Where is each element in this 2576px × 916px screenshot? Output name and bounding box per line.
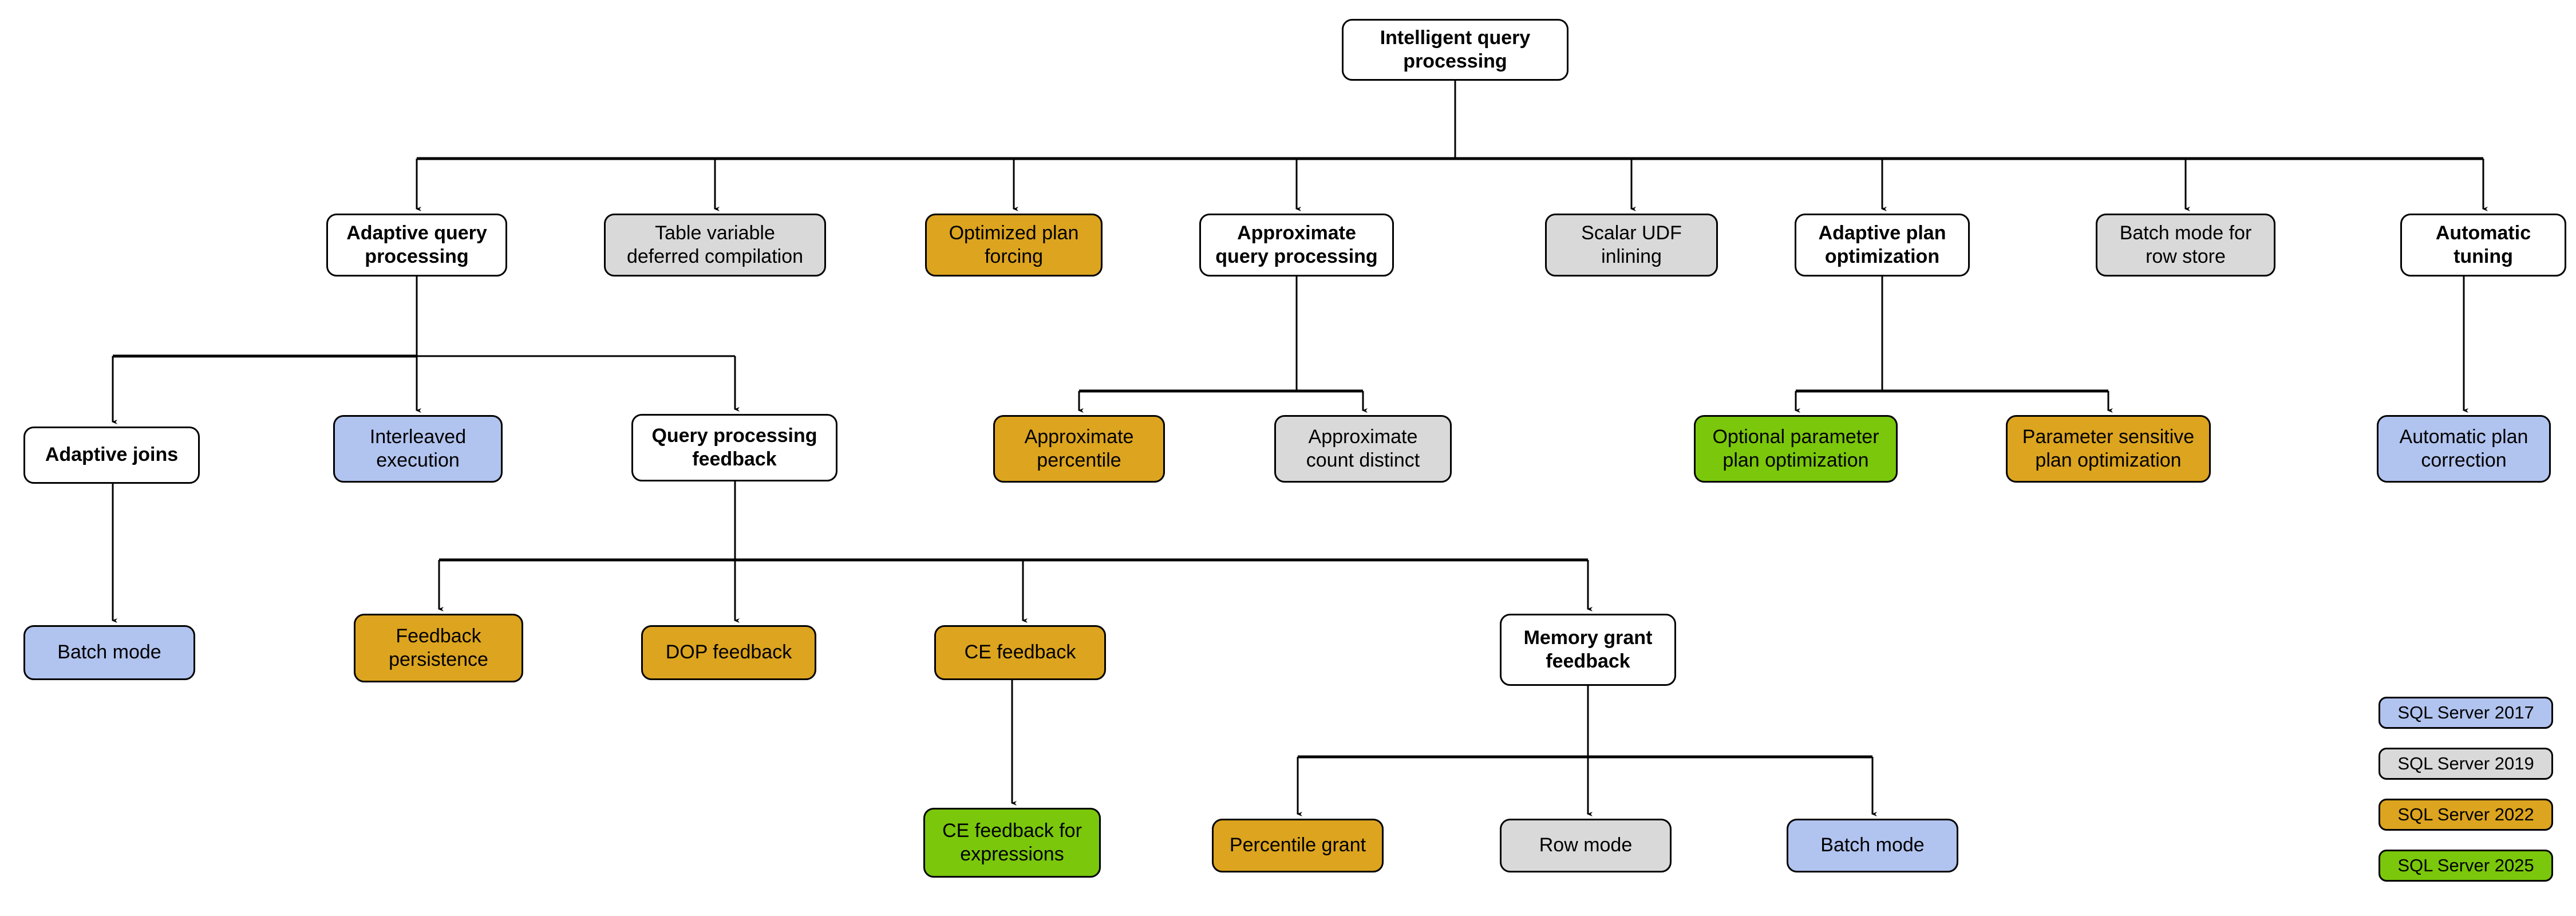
node-label: Approximate query processing (1215, 222, 1378, 267)
node-opf[interactable]: Optimized plan forcing (925, 214, 1103, 277)
node-label: Batch mode for row store (2119, 222, 2252, 267)
legend-item-sql-server-2022: SQL Server 2022 (2379, 799, 2553, 831)
node-fbper[interactable]: Feedback persistence (354, 614, 523, 682)
node-cefb[interactable]: CE feedback (934, 625, 1106, 680)
node-label: Intelligent query processing (1380, 26, 1531, 72)
node-label: Batch mode (1820, 834, 1925, 856)
legend-item-label: SQL Server 2025 (2397, 855, 2534, 875)
node-label: Adaptive joins (45, 444, 179, 466)
node-oppo[interactable]: Optional parameter plan optimization (1694, 415, 1898, 483)
node-apc[interactable]: Automatic plan correction (2377, 415, 2551, 483)
node-label: Approximate percentile (1024, 425, 1134, 471)
node-label: Memory grant feedback (1523, 626, 1653, 672)
node-intlv[interactable]: Interleaved execution (333, 415, 503, 483)
node-label: Automatic tuning (2435, 222, 2531, 267)
node-dopfb[interactable]: DOP feedback (641, 625, 816, 680)
legend-item-label: SQL Server 2017 (2397, 702, 2534, 722)
node-pgrant[interactable]: Percentile grant (1212, 819, 1384, 872)
node-cefbe[interactable]: CE feedback for expressions (923, 808, 1101, 878)
node-qpf[interactable]: Query processing feedback (631, 414, 837, 481)
node-label: Automatic plan correction (2399, 425, 2528, 471)
node-bmrs[interactable]: Batch mode for row store (2096, 214, 2275, 277)
node-label: Adaptive plan optimization (1818, 222, 1946, 267)
node-label: Table variable deferred compilation (626, 222, 804, 267)
node-rmode[interactable]: Row mode (1500, 819, 1672, 872)
node-appct[interactable]: Approximate percentile (993, 415, 1165, 483)
node-label: Approximate count distinct (1306, 425, 1420, 471)
node-label: CE feedback for expressions (942, 819, 1082, 865)
node-label: DOP feedback (665, 641, 792, 664)
node-label: Batch mode (57, 641, 161, 664)
node-label: Percentile grant (1229, 834, 1366, 856)
legend-item-sql-server-2019: SQL Server 2019 (2379, 748, 2553, 780)
node-appqp[interactable]: Approximate query processing (1199, 214, 1394, 277)
node-label: Parameter sensitive plan optimization (2022, 425, 2195, 471)
node-label: Scalar UDF inlining (1581, 222, 1682, 267)
node-tvdc[interactable]: Table variable deferred compilation (604, 214, 826, 277)
legend-item-label: SQL Server 2022 (2397, 804, 2534, 824)
node-psp[interactable]: Parameter sensitive plan optimization (2006, 415, 2211, 483)
legend-item-label: SQL Server 2019 (2397, 753, 2534, 773)
node-sudf[interactable]: Scalar UDF inlining (1545, 214, 1718, 277)
node-label: Optimized plan forcing (949, 222, 1079, 267)
node-apcd[interactable]: Approximate count distinct (1274, 415, 1452, 483)
node-label: CE feedback (964, 641, 1076, 664)
node-label: Optional parameter plan optimization (1712, 425, 1879, 471)
node-label: Row mode (1539, 834, 1633, 856)
node-label: Interleaved execution (369, 425, 467, 471)
node-bmode2[interactable]: Batch mode (1787, 819, 1958, 872)
node-label: Feedback persistence (389, 625, 488, 670)
legend-item-sql-server-2025: SQL Server 2025 (2379, 850, 2553, 882)
node-apo[interactable]: Adaptive plan optimization (1795, 214, 1970, 277)
node-autot[interactable]: Automatic tuning (2400, 214, 2566, 277)
node-label: Query processing feedback (651, 424, 817, 470)
node-root[interactable]: Intelligent query processing (1342, 19, 1568, 81)
legend-item-sql-server-2017: SQL Server 2017 (2379, 697, 2553, 729)
node-ajoin[interactable]: Adaptive joins (23, 427, 200, 484)
node-aqp[interactable]: Adaptive query processing (326, 214, 507, 277)
node-label: Adaptive query processing (346, 222, 487, 267)
node-mgf[interactable]: Memory grant feedback (1500, 614, 1676, 686)
node-bmode1[interactable]: Batch mode (23, 625, 195, 680)
